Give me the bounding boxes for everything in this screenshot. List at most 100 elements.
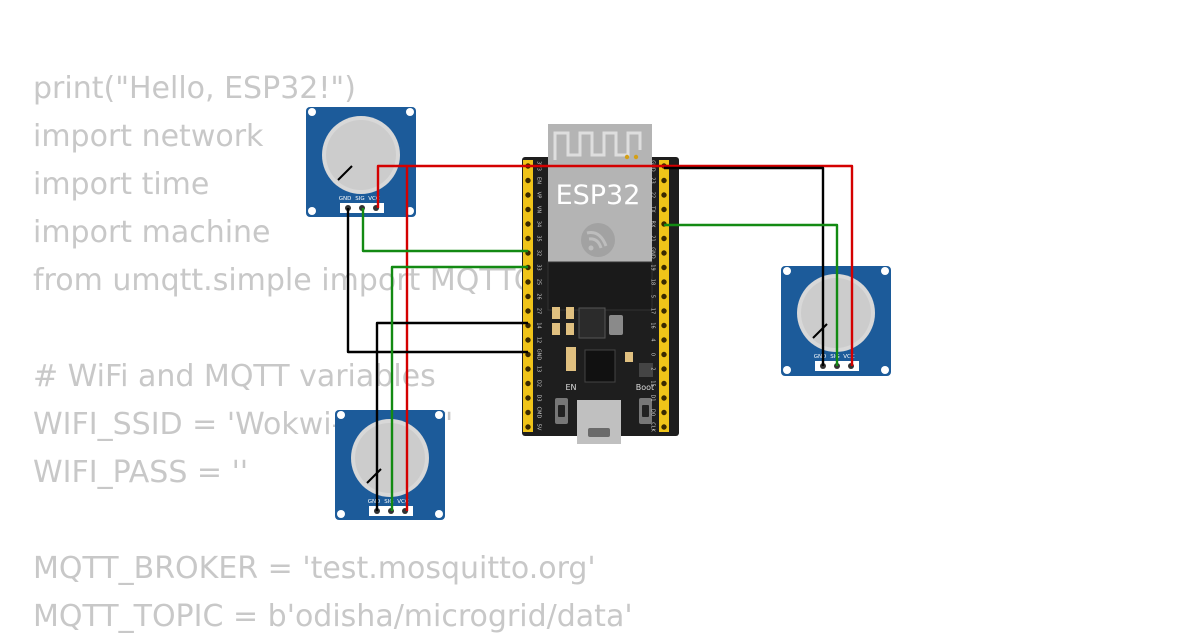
- left-pin-3[interactable]: [524, 205, 532, 214]
- left-pin-label: 33: [536, 264, 542, 270]
- left-pin-label: 32: [536, 250, 542, 256]
- potentiometer-1[interactable]: GND SIG VCC: [306, 107, 416, 217]
- left-pin-label: D3: [536, 394, 542, 401]
- wire-sig-pot-2[interactable]: [390, 265, 528, 511]
- left-pin-label: EN: [536, 177, 542, 184]
- pot-3-sig-label: SIG: [830, 354, 839, 360]
- potentiometer-knob[interactable]: [326, 120, 396, 190]
- right-pin-label: 22: [650, 192, 656, 198]
- left-pin-8[interactable]: [524, 278, 532, 286]
- right-pin-13[interactable]: [660, 350, 668, 359]
- pot-3-vcc-label: VCC: [843, 354, 855, 360]
- right-pin-label: 17: [650, 308, 656, 314]
- boot-button-label: Boot: [636, 383, 654, 392]
- en-button-label: EN: [565, 383, 576, 392]
- right-pin-1[interactable]: [660, 176, 668, 185]
- left-pin-12[interactable]: [524, 336, 532, 344]
- wire-gnd-pot-2[interactable]: [375, 321, 528, 511]
- left-pin-label: VP: [536, 192, 542, 198]
- wire-sig-pot-3[interactable]: [664, 223, 839, 366]
- pot-1-vcc-label: VCC: [368, 196, 380, 202]
- left-pin-label: GND: [536, 349, 542, 361]
- left-pin-label: D2: [536, 380, 542, 387]
- right-pin-6[interactable]: [660, 249, 668, 257]
- left-pin-label: 25: [536, 279, 542, 285]
- right-pin-17[interactable]: [660, 408, 668, 417]
- right-pin-label: 23: [650, 177, 656, 183]
- esp32-board[interactable]: ESP32 Boot EN 3V3ENVPVN34353233252627141…: [522, 124, 679, 444]
- left-pin-label: 27: [536, 308, 542, 314]
- left-pin-16[interactable]: [524, 394, 532, 402]
- right-pin-14[interactable]: [660, 365, 668, 373]
- right-pin-2[interactable]: [660, 191, 668, 199]
- code-line: import machine: [33, 215, 271, 250]
- pot-3-gnd-label: GND: [814, 354, 827, 360]
- left-pin-label: 14: [536, 322, 542, 328]
- right-pin-5[interactable]: [660, 234, 668, 243]
- wire-gnd-pot-3[interactable]: [664, 166, 825, 366]
- left-pin-label: 34: [536, 221, 542, 227]
- pot-2-vcc-label: VCC: [397, 499, 409, 505]
- right-pin-label: TX: [650, 205, 656, 213]
- wire-vcc-pot-3[interactable]: [664, 164, 854, 366]
- left-pin-label: 26: [536, 293, 542, 299]
- code-line: MQTT_BROKER = 'test.mosquitto.org': [33, 551, 596, 586]
- right-pin-label: 21: [650, 235, 656, 241]
- right-pin-8[interactable]: [660, 278, 668, 286]
- left-pin-15[interactable]: [524, 379, 532, 388]
- left-pin-2[interactable]: [524, 191, 532, 199]
- antenna-trace: [553, 131, 642, 160]
- left-pin-4[interactable]: [524, 220, 532, 228]
- esp32-label: ESP32: [556, 180, 641, 211]
- right-pin-label: RX: [650, 221, 656, 228]
- right-pin-label: D0: [650, 409, 656, 416]
- left-pin-label: 13: [536, 366, 542, 372]
- right-pin-label: 16: [650, 322, 656, 328]
- code-line: MQTT_TOPIC = b'odisha/microgrid/data': [33, 599, 633, 634]
- code-line: # WiFi and MQTT variables: [33, 359, 436, 394]
- left-pin-label: 35: [536, 235, 542, 241]
- code-line: from umqtt.simple import MQTTClient: [33, 263, 601, 298]
- wires: [346, 164, 854, 511]
- right-pin-15[interactable]: [660, 379, 668, 388]
- right-pin-label: 4: [650, 338, 656, 341]
- left-pin-label: 12: [536, 337, 542, 343]
- right-pin-10[interactable]: [660, 307, 668, 315]
- right-pin-label: 0: [650, 353, 656, 356]
- left-pin-label: CMD: [536, 407, 542, 419]
- right-pin-18[interactable]: [660, 423, 668, 431]
- wire-gnd-pot-1[interactable]: [346, 208, 528, 354]
- usb-chip: [584, 349, 616, 383]
- right-pin-7[interactable]: [660, 263, 668, 272]
- right-pin-12[interactable]: [660, 336, 668, 344]
- left-pin-10[interactable]: [524, 307, 532, 315]
- potentiometer-2[interactable]: GND SIG VCC: [335, 410, 445, 520]
- usb-connector: [577, 400, 621, 444]
- pot-2-sig-label: SIG: [384, 499, 393, 505]
- right-pin-11[interactable]: [660, 321, 668, 330]
- right-pin-9[interactable]: [660, 292, 668, 301]
- wire-vcc-pot-1[interactable]: [376, 164, 664, 208]
- left-pin-14[interactable]: [524, 365, 532, 373]
- pot-2-gnd-label: GND: [368, 499, 381, 505]
- code-line: import network: [33, 119, 264, 154]
- left-pin-17[interactable]: [524, 408, 532, 417]
- left-pin-5[interactable]: [524, 234, 532, 243]
- right-pin-label: GND: [650, 247, 656, 259]
- left-pin-18[interactable]: [524, 423, 532, 431]
- potentiometer-knob[interactable]: [355, 423, 425, 493]
- left-pin-9[interactable]: [524, 292, 532, 301]
- pot-1-gnd-label: GND: [339, 196, 352, 202]
- left-pin-1[interactable]: [524, 176, 532, 185]
- right-pin-label: CLK: [650, 422, 656, 432]
- pot-1-sig-label: SIG: [355, 196, 364, 202]
- left-pin-label: VN: [536, 206, 542, 213]
- code-line: WIFI_PASS = '': [33, 455, 249, 490]
- right-pin-3[interactable]: [660, 205, 668, 214]
- right-pin-label: 19: [650, 264, 656, 270]
- right-pin-16[interactable]: [660, 394, 668, 402]
- wire-sig-pot-1[interactable]: [361, 208, 528, 253]
- right-pin-label: 18: [650, 279, 656, 285]
